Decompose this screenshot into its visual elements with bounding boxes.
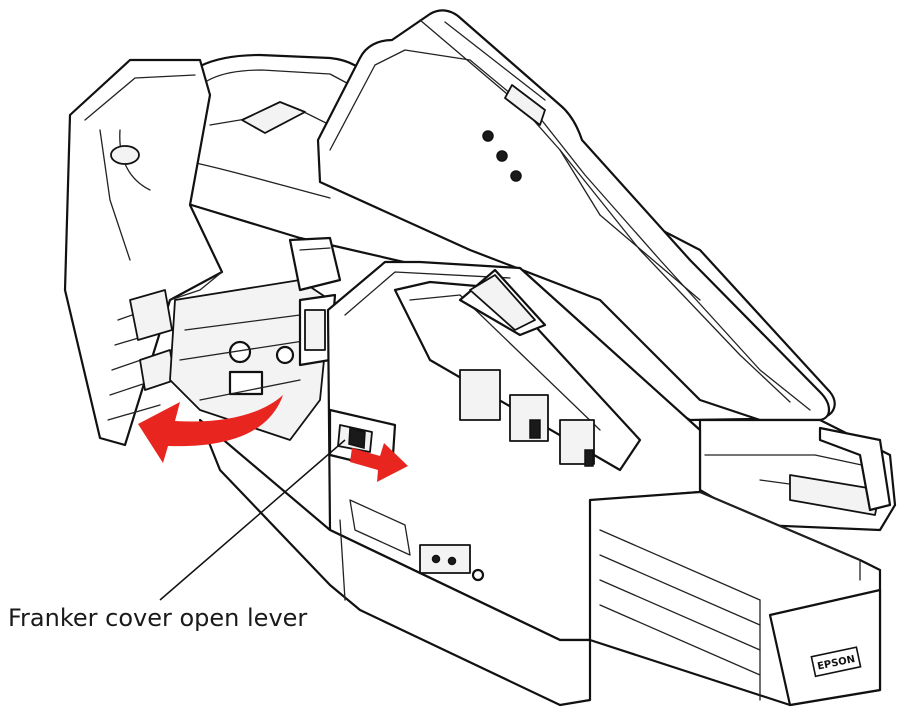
output-tray <box>698 418 897 532</box>
lower-base <box>198 418 592 707</box>
franker-cover-lever <box>328 408 397 472</box>
top-fin-cover <box>316 9 831 422</box>
front-stacker <box>588 490 882 707</box>
callout: Franker cover open lever <box>8 439 346 632</box>
franker-cover-open <box>63 58 224 447</box>
brand-plate: EPSON <box>810 646 862 678</box>
inner-mechanism <box>169 236 342 441</box>
callout-leader-line <box>159 439 346 601</box>
callout-label: Franker cover open lever <box>8 604 307 632</box>
curved-open-arrow <box>138 395 283 463</box>
lever-slide-arrow <box>350 443 408 482</box>
open-direction-arrows <box>138 395 408 482</box>
